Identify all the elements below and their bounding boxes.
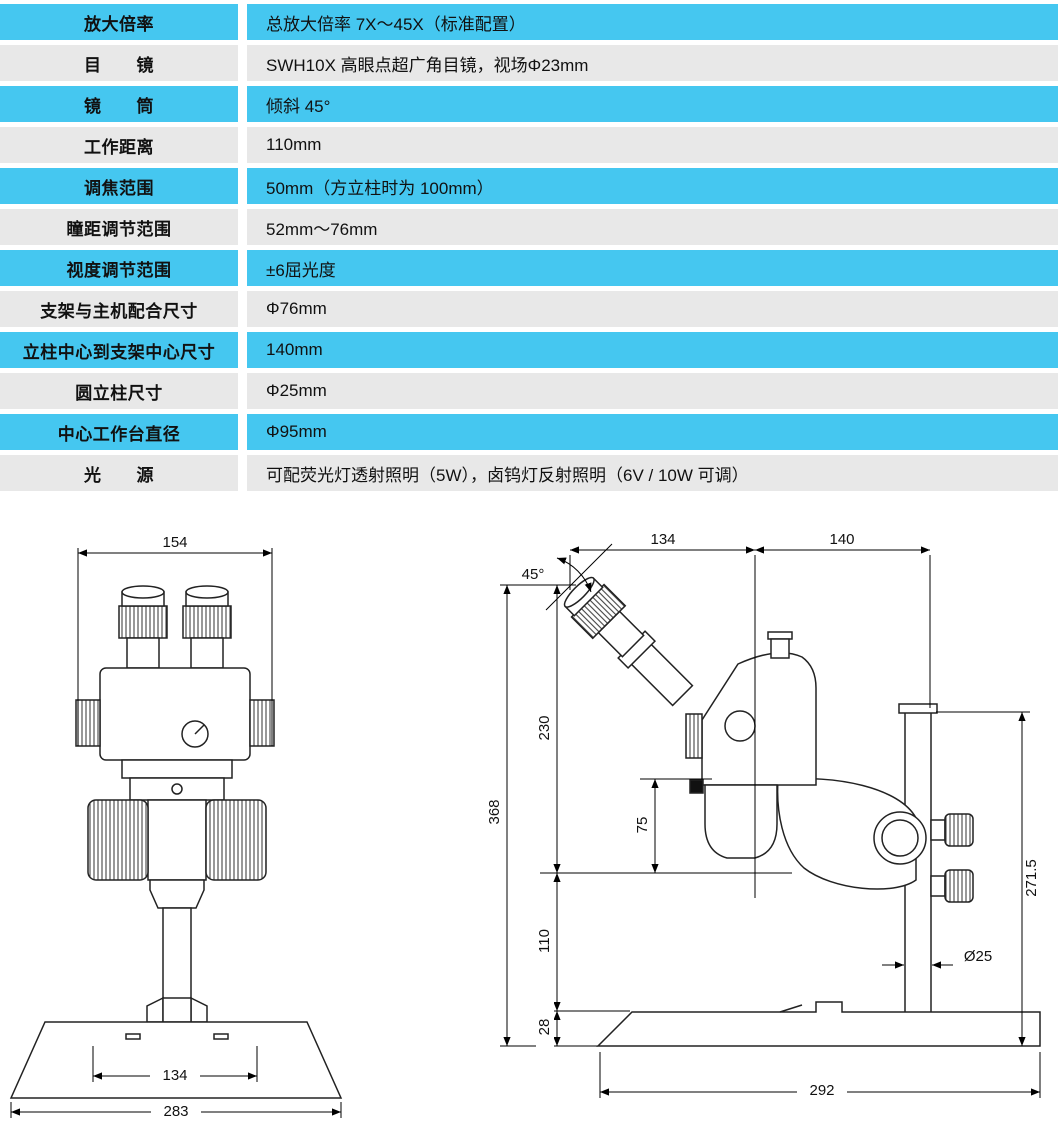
spec-label: 调焦范围 — [0, 168, 238, 204]
dim-label-column-height: 271.5 — [1023, 848, 1041, 908]
front-right-focus-knob — [205, 799, 267, 881]
table-row: 立柱中心到支架中心尺寸 140mm — [0, 332, 1058, 368]
spec-value: Φ25mm — [247, 373, 1058, 409]
spec-label: 目 镜 — [0, 45, 238, 81]
spec-label: 镜 筒 — [0, 86, 238, 122]
side-microscope — [563, 576, 1041, 1047]
dim-label-column-offset: 140 — [817, 531, 867, 549]
spec-label: 中心工作台直径 — [0, 414, 238, 450]
spec-label: 工作距离 — [0, 127, 238, 163]
front-view-drawing — [9, 548, 343, 1118]
table-row: 镜 筒 倾斜 45° — [0, 86, 1058, 122]
spec-value: Φ76mm — [247, 291, 1058, 327]
dim-label-total-height: 368 — [486, 787, 504, 837]
spec-label: 视度调节范围 — [0, 250, 238, 286]
dim-label-front-base-width: 283 — [151, 1103, 201, 1121]
dim-label-upper-height: 230 — [536, 703, 554, 753]
side-base — [596, 1001, 1041, 1047]
side-dimension-lines — [500, 543, 1041, 1098]
front-eyepieces — [118, 585, 232, 669]
spec-value: 52mm～76mm — [247, 209, 1058, 245]
spec-value: 倾斜 45° — [247, 86, 1058, 122]
side-objective — [704, 784, 778, 859]
table-row: 目 镜 SWH10X 高眼点超广角目镜，视场Φ23mm — [0, 45, 1058, 81]
spec-value: ±6屈光度 — [247, 250, 1058, 286]
front-left-thumbwheel — [75, 699, 101, 747]
dim-label-head-width: 154 — [150, 534, 200, 552]
side-focus-knob — [944, 813, 974, 847]
front-microscope — [9, 585, 343, 1099]
dim-label-eyepiece-offset: 134 — [638, 531, 688, 549]
dim-label-angle: 45° — [508, 566, 558, 584]
dim-label-column-diameter: Ø25 — [953, 948, 1003, 966]
front-column — [162, 907, 192, 1001]
spec-label: 圆立柱尺寸 — [0, 373, 238, 409]
spec-value: 50mm（方立柱时为 100mm） — [247, 168, 1058, 204]
spec-label: 放大倍率 — [0, 4, 238, 40]
spec-value: Φ95mm — [247, 414, 1058, 450]
front-objective — [149, 879, 205, 909]
table-row: 瞳距调节范围 52mm～76mm — [0, 209, 1058, 245]
side-view-drawing — [500, 543, 1041, 1098]
dim-label-stand-height: 110 — [536, 916, 554, 966]
side-eyepiece-tube — [563, 576, 694, 707]
side-head — [701, 652, 817, 786]
spec-label: 瞳距调节范围 — [0, 209, 238, 245]
front-right-thumbwheel — [249, 699, 275, 747]
spec-label: 支架与主机配合尺寸 — [0, 291, 238, 327]
spec-value: 110mm — [247, 127, 1058, 163]
side-clamp-knob — [944, 869, 974, 903]
spec-value: 总放大倍率 7X～45X（标准配置） — [247, 4, 1058, 40]
front-left-focus-knob — [87, 799, 149, 881]
dim-label-base-height: 28 — [536, 1002, 554, 1052]
spec-value: 可配荧光灯透射照明（5W），卤钨灯反射照明（6V / 10W 可调） — [247, 455, 1058, 491]
dim-label-focus-height: 75 — [634, 800, 652, 850]
table-row: 调焦范围 50mm（方立柱时为 100mm） — [0, 168, 1058, 204]
table-row: 工作距离 110mm — [0, 127, 1058, 163]
spec-label: 光 源 — [0, 455, 238, 491]
spec-value: 140mm — [247, 332, 1058, 368]
dim-label-side-base-width: 292 — [797, 1082, 847, 1100]
table-row: 视度调节范围 ±6屈光度 — [0, 250, 1058, 286]
side-arm — [776, 777, 917, 890]
table-row: 放大倍率 总放大倍率 7X～45X（标准配置） — [0, 4, 1058, 40]
front-base — [9, 1021, 343, 1099]
table-row: 支架与主机配合尺寸 Φ76mm — [0, 291, 1058, 327]
table-row: 圆立柱尺寸 Φ25mm — [0, 373, 1058, 409]
front-head — [99, 667, 251, 761]
table-row: 光 源 可配荧光灯透射照明（5W），卤钨灯反射照明（6V / 10W 可调） — [0, 455, 1058, 491]
spec-value: SWH10X 高眼点超广角目镜，视场Φ23mm — [247, 45, 1058, 81]
dim-label-inner-width: 134 — [150, 1067, 200, 1085]
table-row: 中心工作台直径 Φ95mm — [0, 414, 1058, 450]
spec-label: 立柱中心到支架中心尺寸 — [0, 332, 238, 368]
spec-table: 放大倍率 总放大倍率 7X～45X（标准配置） 目 镜 SWH10X 高眼点超广… — [0, 4, 1058, 491]
